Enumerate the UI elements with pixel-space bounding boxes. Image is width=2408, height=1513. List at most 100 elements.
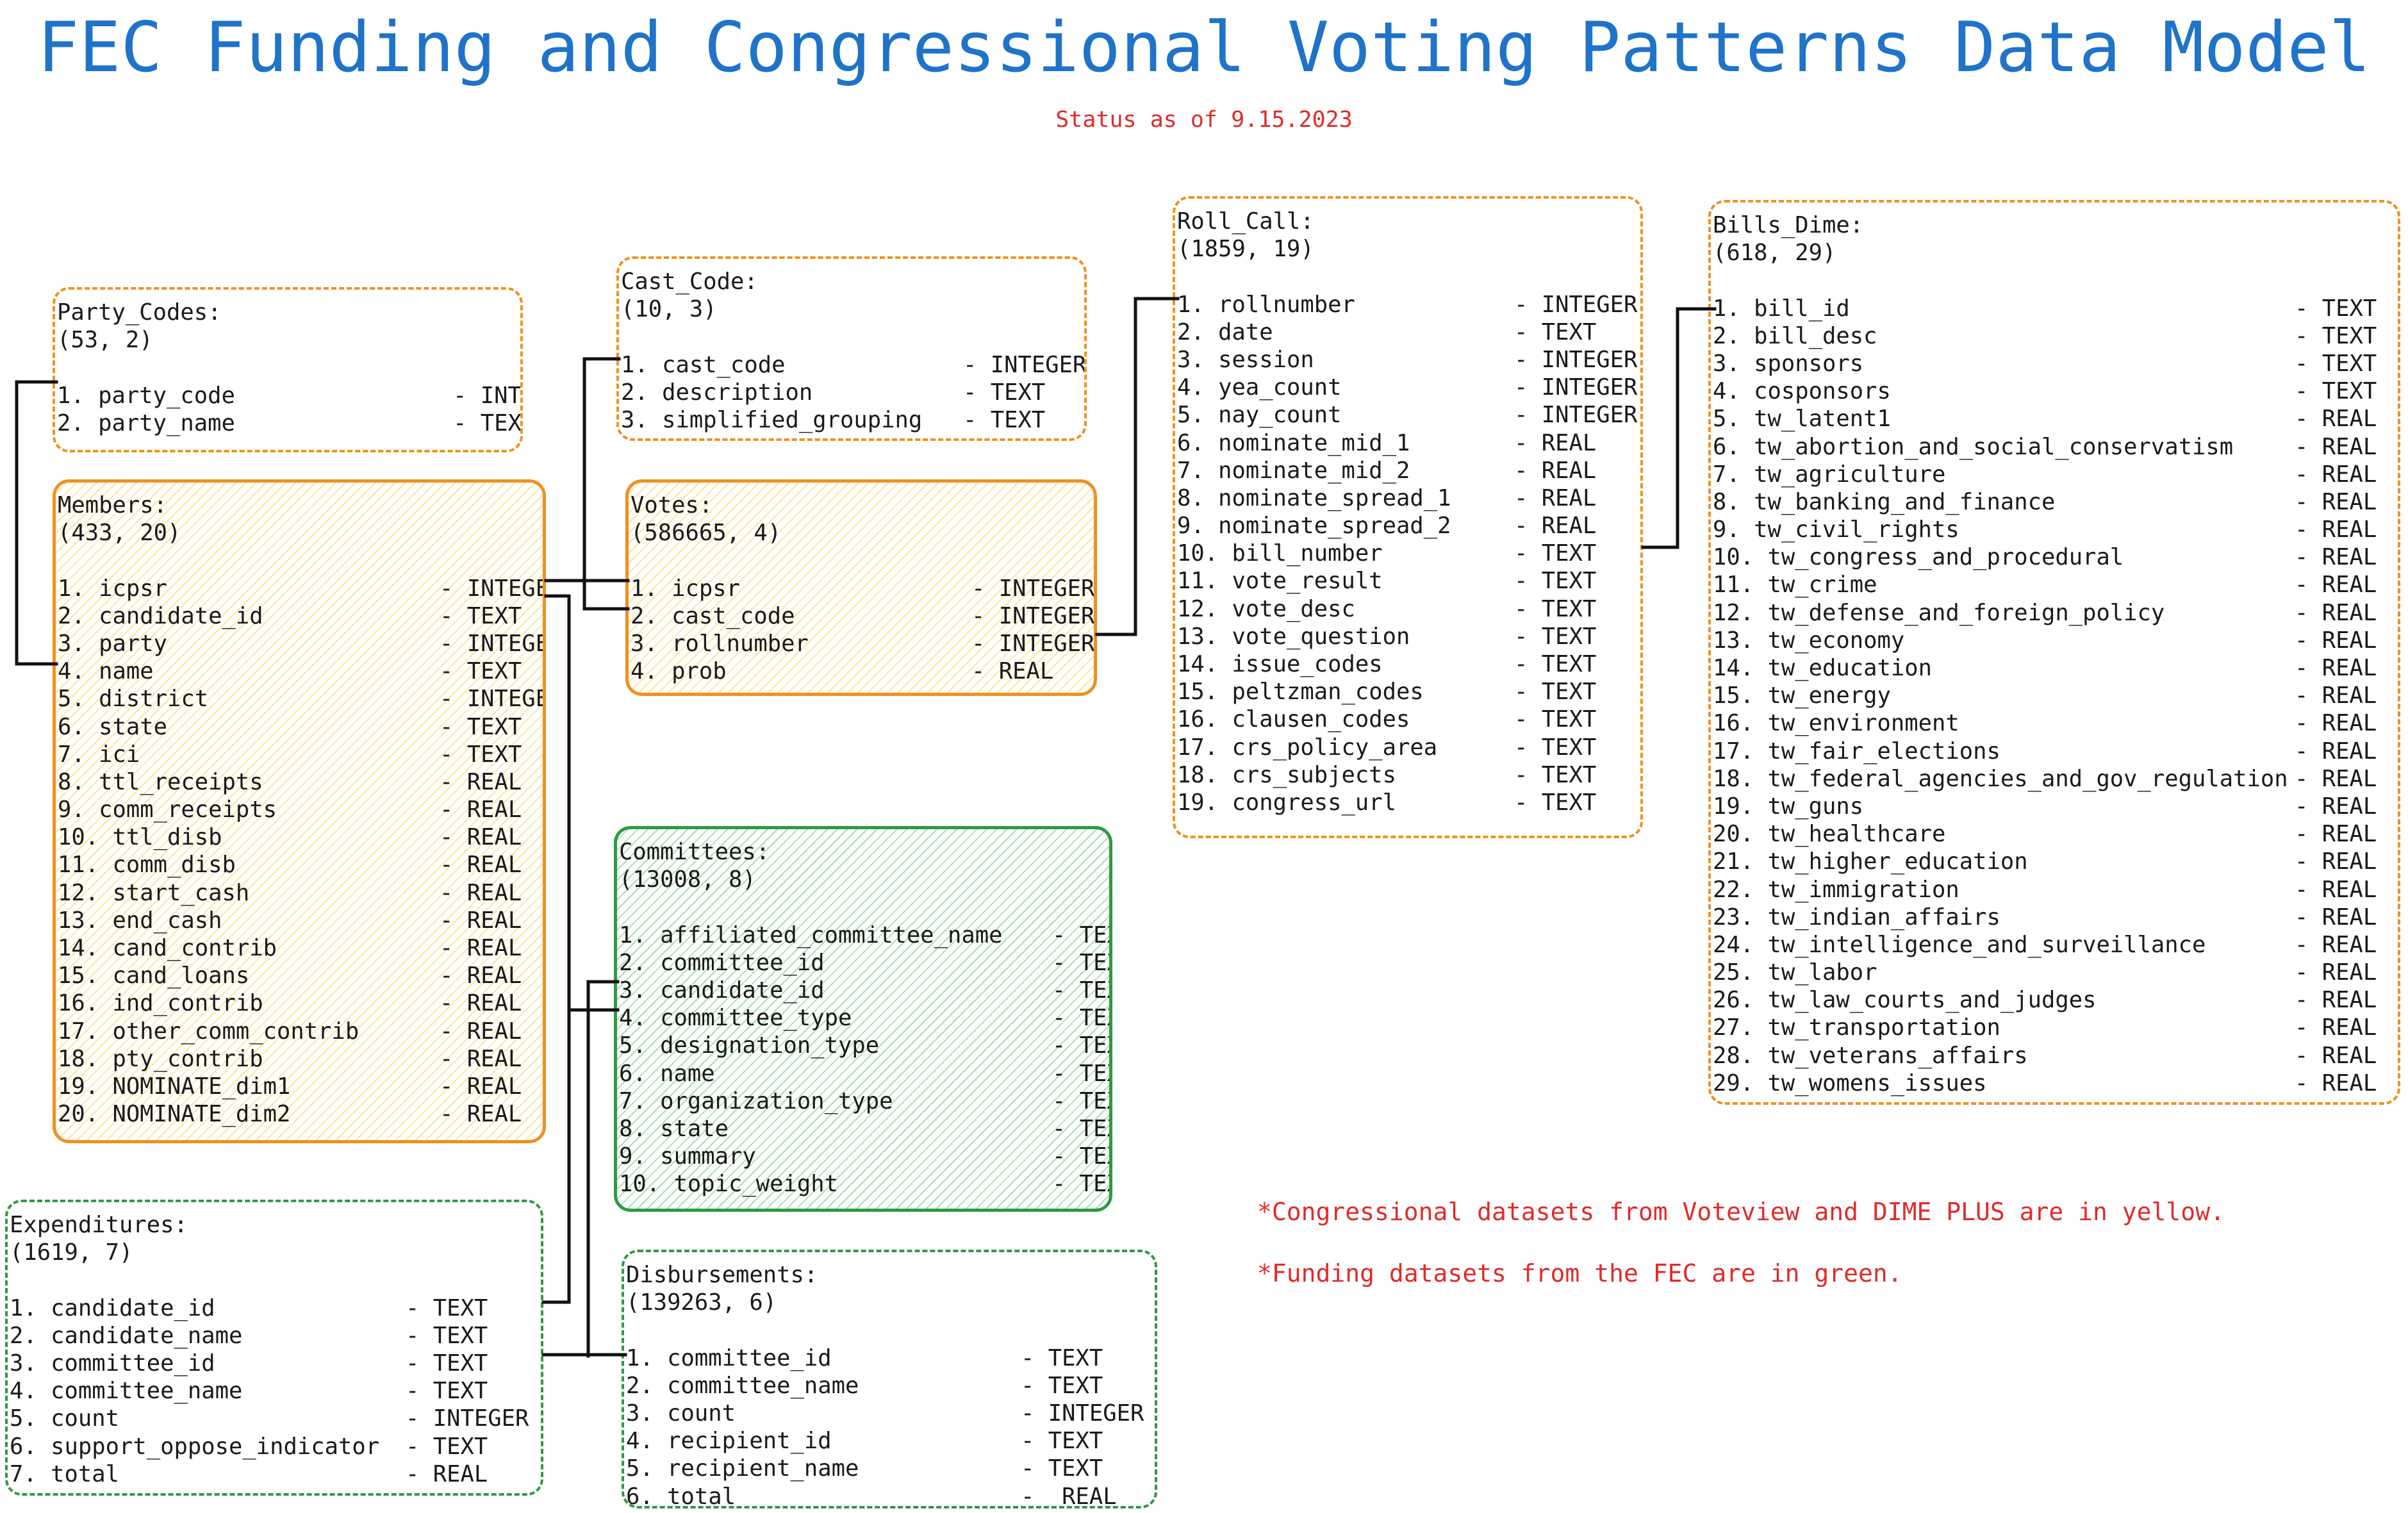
- field-name: 15. tw_energy: [1713, 682, 1891, 709]
- field-name: 8. ttl_receipts: [58, 768, 263, 795]
- table-roll-call: Roll_Call:(1859, 19)1. rollnumber- INTEG…: [1173, 196, 1643, 838]
- field-type: - TEXT: [1514, 789, 1597, 816]
- field-type: - TEXT: [1514, 679, 1597, 706]
- field-type: - REAL: [406, 1460, 488, 1487]
- field-row: 20. NOMINATE_dim2- REAL: [58, 1100, 522, 1128]
- field-row: 9. tw_civil_rights- REAL: [1713, 516, 2377, 543]
- field-type: - TEXT: [1514, 568, 1597, 595]
- field-type: - REAL: [2295, 544, 2377, 571]
- field-type: - REAL: [440, 935, 522, 961]
- field-type: - TEXT: [963, 406, 1046, 433]
- field-row: 3. sponsors- TEXT: [1713, 350, 2377, 377]
- field-row: 12. tw_defense_and_foreign_policy- REAL: [1713, 599, 2377, 627]
- field-row: 24. tw_intelligence_and_surveillance - RE…: [1713, 931, 2377, 959]
- field-name: 15. cand_loans: [58, 963, 250, 989]
- field-name: 23. tw_indian_affairs: [1713, 904, 2000, 930]
- field-row: 5. recipient_name - TEXT: [626, 1455, 1103, 1482]
- field-type: - TEXT: [440, 602, 522, 629]
- field-name: 2. bill_desc: [1713, 322, 1877, 349]
- field-row: 4. cosponsors- TEXT: [1713, 377, 2377, 405]
- field-type: - TEXT: [406, 1350, 488, 1377]
- field-type: - TEXT: [2295, 350, 2377, 377]
- field-name: 16. ind_contrib: [58, 990, 263, 1017]
- field-row: 15. cand_loans- REAL: [58, 962, 522, 989]
- table-shape: (53, 2): [57, 327, 153, 354]
- table-content: Roll_Call:(1859, 19)1. rollnumber- INTEG…: [1175, 199, 1637, 816]
- field-row: 16. tw_environment- REAL: [1713, 709, 2377, 737]
- field-name: 2. candidate_name: [10, 1322, 243, 1349]
- field-row: 8. nominate_spread_1- REAL: [1177, 484, 1596, 512]
- field-type: - REAL: [2295, 931, 2377, 958]
- field-type: - TEXT: [1514, 540, 1597, 567]
- field-name: 11. comm_disb: [58, 852, 236, 879]
- field-type: - REAL: [1514, 513, 1597, 540]
- field-name: 10. ttl_disb: [58, 824, 222, 851]
- field-type: - TEXT: [1052, 1143, 1109, 1170]
- field-type: - REAL: [2295, 655, 2377, 681]
- field-name: 5. designation_type: [619, 1032, 880, 1059]
- field-type: - REAL: [2295, 765, 2377, 792]
- table-name: Votes:: [631, 492, 713, 518]
- field-row: 3. candidate_id- TEXT: [619, 977, 1109, 1004]
- field-type: - TEXT: [440, 658, 522, 685]
- field-row: 17. crs_policy_area- TEXT: [1177, 734, 1596, 761]
- field-type: - REAL: [440, 852, 522, 879]
- field-row: 10. ttl_disb- REAL: [58, 823, 522, 851]
- field-name: 1. affiliated_committee_name: [619, 922, 1003, 948]
- field-row: 5. tw_latent1- REAL: [1713, 405, 2377, 433]
- field-name: 24. tw_intelligence_and_surveillance: [1713, 931, 2206, 958]
- field-row: 19. congress_url- TEXT: [1177, 789, 1596, 816]
- field-name: 5. recipient_name: [626, 1455, 859, 1482]
- field-type: - REAL: [2295, 406, 2377, 433]
- field-name: 3. party: [58, 630, 167, 657]
- field-name: 7. ici: [58, 741, 140, 768]
- field-row: 2. committee_name- TEXT: [626, 1372, 1103, 1400]
- field-name: 6. total: [626, 1483, 736, 1509]
- table-content: Expenditures:(1619, 7)1. candidate_id- T…: [8, 1202, 529, 1488]
- field-name: 5. district: [58, 686, 209, 713]
- field-name: 7. tw_agriculture: [1713, 461, 1946, 488]
- field-type: - INTEGER: [971, 575, 1095, 602]
- field-row: 12. vote_desc- TEXT: [1177, 595, 1596, 623]
- field-name: 25. tw_labor: [1713, 959, 1877, 986]
- field-row: 16. clausen_codes- TEXT: [1177, 706, 1596, 733]
- field-type: - INTEGER: [1021, 1400, 1144, 1426]
- field-row: 26. tw_law_courts_and_judges- REAL: [1713, 986, 2377, 1014]
- diagram-subtitle: Status as of 9.15.2023: [1055, 107, 1353, 133]
- field-type: - INTEGER: [440, 630, 543, 657]
- field-type: - TEXT: [2295, 322, 2377, 349]
- table-content: Committees:(13008, 8)1. affiliated_commi…: [617, 829, 1109, 1198]
- field-type: - INTEGER: [440, 686, 543, 713]
- field-name: 18. tw_federal_agencies_and_gov_regulati…: [1713, 765, 2288, 792]
- field-type: - REAL: [440, 907, 522, 934]
- field-row: 1. committee_id- TEXT: [626, 1344, 1103, 1372]
- field-row: 4. prob- REAL: [631, 657, 1053, 685]
- field-type: - REAL: [2295, 461, 2377, 488]
- field-name: 15. peltzman_codes: [1177, 679, 1424, 706]
- field-row: 2. party_name- TEXT: [57, 409, 520, 437]
- field-name: 1. party_code: [57, 382, 235, 409]
- field-name: 19. tw_guns: [1713, 793, 1864, 820]
- field-row: 1. icpsr- INTEGER: [58, 575, 543, 602]
- table-content: Disbursements:(139263, 6)1. committee_id…: [624, 1252, 1144, 1509]
- field-row: 6. tw_abortion_and_social_conservatism- …: [1713, 433, 2377, 461]
- field-name: 1. cast_code: [621, 351, 786, 378]
- table-shape: (1859, 19): [1177, 236, 1314, 263]
- field-type: - TEXT: [1021, 1455, 1103, 1482]
- field-type: - TEXT: [1514, 318, 1597, 345]
- field-type: - INTEGER: [453, 382, 522, 409]
- field-row: 2. committee_id- TEXT: [619, 949, 1109, 977]
- table-shape: (1619, 7): [10, 1239, 133, 1266]
- field-row: 9. comm_receipts- REAL: [58, 796, 522, 823]
- field-row: 21. tw_higher_education- REAL: [1713, 848, 2377, 875]
- field-name: 7. total: [10, 1460, 119, 1487]
- field-row: 1. rollnumber- INTEGER: [1177, 291, 1637, 318]
- field-type: - REAL: [2295, 682, 2377, 709]
- field-name: 22. tw_immigration: [1713, 876, 1959, 903]
- field-name: 17. tw_fair_elections: [1713, 738, 2000, 765]
- field-row: 25. tw_labor- REAL: [1713, 959, 2377, 986]
- field-type: - TEXT: [963, 379, 1046, 406]
